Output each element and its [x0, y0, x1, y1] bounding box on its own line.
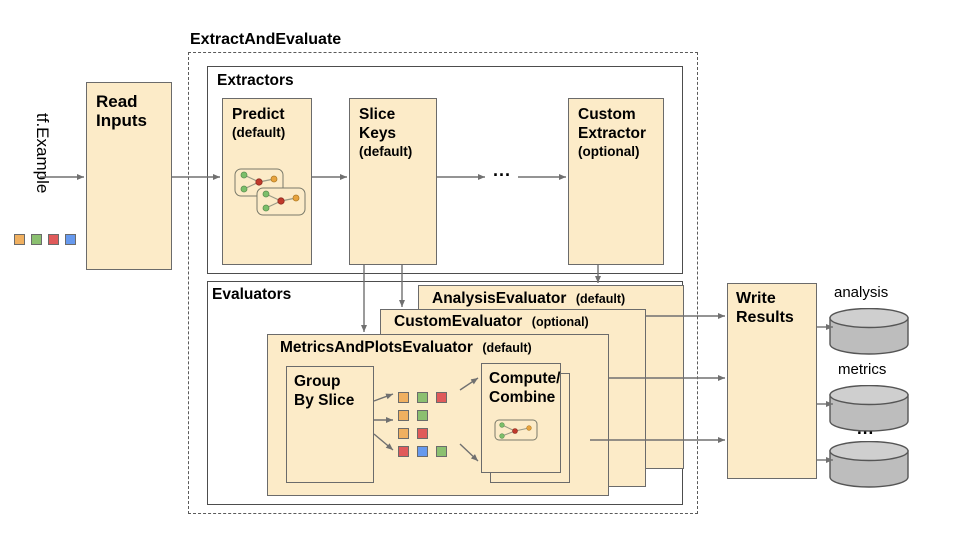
- extractors-ellipsis: ...: [493, 160, 512, 180]
- write-results-box[interactable]: Write Results: [727, 283, 817, 479]
- output-cylinder-other[interactable]: [828, 440, 910, 494]
- evaluator-metrics-name: MetricsAndPlotsEvaluator: [280, 339, 473, 356]
- slice-chip-r1c0: [398, 410, 409, 421]
- slice-chip-r1c1: [417, 410, 428, 421]
- arrow-chips-to-compute-1: [459, 377, 479, 391]
- read-inputs-line2: Inputs: [96, 111, 147, 130]
- extract-and-evaluate-container: [188, 52, 698, 514]
- evaluator-analysis-name: AnalysisEvaluator: [432, 290, 567, 307]
- extractors-container: [207, 66, 683, 274]
- group-by-slice-line1: Group: [294, 373, 341, 390]
- slice-chip-r0c2: [436, 392, 447, 403]
- slice-chip-r0c1: [417, 392, 428, 403]
- output-label-metrics: metrics: [838, 361, 887, 378]
- evaluator-analysis-qualifier: (default): [575, 292, 626, 306]
- evaluator-metrics-qualifier: (default): [482, 341, 532, 355]
- compute-combine-line2: Combine: [489, 389, 556, 406]
- extractor-slice-keys-line1: Slice: [359, 106, 396, 123]
- write-results-line2: Results: [736, 309, 794, 326]
- slice-chip-r2c0: [398, 428, 409, 439]
- arrow-chips-to-compute-2: [459, 443, 479, 462]
- slice-chip-r2c1: [417, 428, 428, 439]
- compute-combine-graph-icon: [494, 419, 538, 441]
- input-chip-red: [48, 234, 59, 245]
- extractor-predict-qualifier: (default): [232, 125, 286, 140]
- output-cylinder-analysis[interactable]: [828, 307, 910, 361]
- arrow-group-to-chips-3: [373, 433, 394, 451]
- predict-graph-icon: [234, 168, 306, 216]
- read-inputs-line1: Read: [96, 92, 138, 111]
- evaluator-custom-qualifier: (optional): [531, 315, 589, 329]
- extractor-custom-line1: Custom: [578, 106, 636, 123]
- write-results-line1: Write: [736, 290, 776, 307]
- compute-combine-line1: Compute/: [489, 370, 561, 387]
- output-cylinder-metrics[interactable]: [828, 384, 910, 438]
- slice-chip-r0c0: [398, 392, 409, 403]
- slice-chip-r3c2: [436, 446, 447, 457]
- input-chip-orange: [14, 234, 25, 245]
- extractor-custom-qualifier: (optional): [578, 144, 640, 159]
- slice-chip-r3c1: [417, 446, 428, 457]
- arrow-group-to-chips-1: [373, 393, 394, 402]
- extractor-slice-keys-qualifier: (default): [359, 144, 413, 159]
- input-chip-green: [31, 234, 42, 245]
- compute-combine-box[interactable]: Compute/ Combine: [481, 363, 561, 473]
- extractor-predict-box[interactable]: Predict (default): [222, 98, 312, 265]
- evaluator-custom-name: CustomEvaluator: [394, 313, 523, 330]
- extractor-slice-keys-line2: Keys: [359, 125, 397, 142]
- read-inputs-box[interactable]: Read Inputs: [86, 82, 172, 270]
- input-chip-blue: [65, 234, 76, 245]
- extractor-custom-box[interactable]: Custom Extractor (optional): [568, 98, 664, 265]
- extractor-slice-keys-box[interactable]: Slice Keys (default): [349, 98, 437, 265]
- group-by-slice-line2: By Slice: [294, 392, 355, 409]
- evaluators-label: Evaluators: [212, 286, 292, 303]
- extract-and-evaluate-title: ExtractAndEvaluate: [190, 31, 342, 48]
- extractor-predict-title: Predict: [232, 106, 285, 123]
- output-label-ellipsis: ...: [857, 419, 875, 438]
- extractors-label: Extractors: [217, 72, 294, 89]
- group-by-slice-box[interactable]: Group By Slice: [286, 366, 374, 483]
- slice-chip-r3c0: [398, 446, 409, 457]
- extractor-custom-line2: Extractor: [578, 125, 647, 142]
- evaluator-metrics-and-plots-box[interactable]: MetricsAndPlotsEvaluator (default) Group…: [267, 334, 609, 496]
- output-label-analysis: analysis: [834, 284, 889, 301]
